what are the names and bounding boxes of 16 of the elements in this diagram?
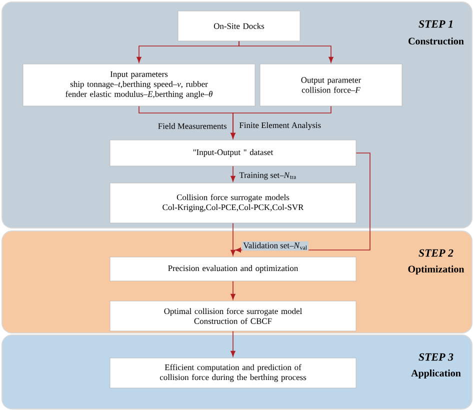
process-box: Efficient computation and prediction of collision force during the berthing process — [110, 358, 356, 388]
process-box: Optimal collision force surrogate model Construction of CBCF — [110, 300, 356, 332]
edge-label: Field Measurements — [156, 122, 228, 130]
arrow — [230, 280, 236, 300]
process-box: Input parameters ship tonnage–t,berthing speed–v, rubber fender elastic modulus–E,berthing angle–θ — [22, 64, 256, 106]
process-box: "Input-Output " dataset — [110, 140, 356, 166]
arrow — [230, 166, 236, 182]
process-box: Collision force surrogate models Col-Kriging,Col-PCE,Col-PCK,Col-SVR — [110, 182, 356, 224]
arrow — [230, 330, 236, 357]
edge-label: Finite Element Analysis — [238, 121, 322, 131]
process-box: On-Site Docks — [178, 10, 300, 42]
process-box: Output parameter collision force–F — [260, 64, 402, 106]
arrow — [238, 40, 334, 63]
arrow — [230, 250, 236, 256]
arrow — [230, 106, 332, 139]
process-box: Precision evaluation and optimization — [110, 256, 356, 282]
